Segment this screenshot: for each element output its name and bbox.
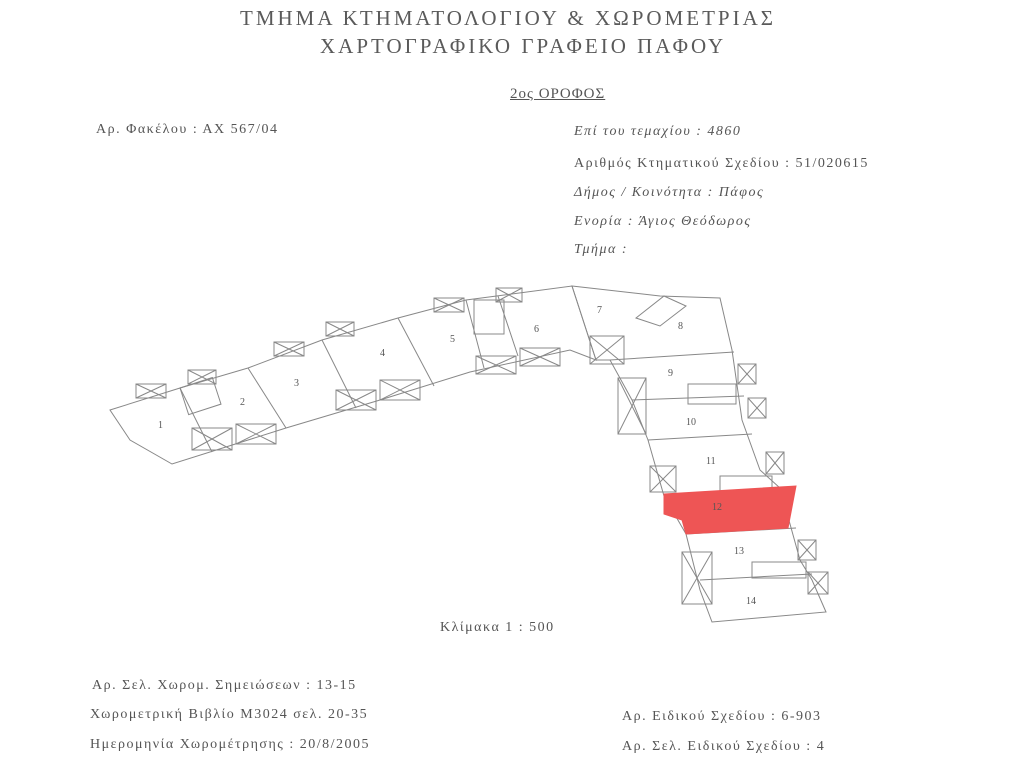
unit-label: 11 [706, 456, 716, 467]
unit-label: 6 [534, 324, 539, 335]
unit-label: 3 [294, 378, 299, 389]
unit-label: 7 [597, 305, 602, 316]
plan-wall [179, 387, 213, 453]
plan-notch [473, 299, 505, 335]
survey-notes-pages: Αρ. Σελ. Χωρομ. Σημειώσεων : 13-15 [92, 678, 357, 693]
survey-date: Ημερομηνία Χωρομέτρησης : 20/8/2005 [90, 737, 370, 752]
plan-notch [179, 376, 222, 416]
special-plan-page: Αρ. Σελ. Ειδικού Σχεδίου : 4 [622, 739, 826, 754]
section: Τμήμα : [574, 242, 629, 257]
unit-label: 14 [746, 596, 756, 607]
unit-label: 8 [678, 321, 683, 332]
unit-label: 1 [158, 420, 163, 431]
plan-wall [699, 573, 813, 581]
plot-number: Επί του τεμαχίου : 4860 [574, 124, 742, 139]
cadastral-plan-number: Αριθμός Κτηματικού Σχεδίου : 51/020615 [574, 156, 869, 171]
plan-wall [247, 367, 287, 429]
department-title: ΤΜΗΜΑ ΚΤΗΜΑΤΟΛΟΓΙΟΥ & ΧΩΡΟΜΕΤΡΙΑΣ [240, 6, 776, 30]
plan-wall [647, 433, 753, 441]
plan-wall [397, 317, 435, 387]
special-plan-number: Αρ. Ειδικού Σχεδίου : 6-903 [622, 709, 822, 724]
plan-wall [497, 295, 519, 357]
municipality: Δήμος / Κοινότητα : Πάφος [574, 185, 765, 200]
plan-left-wing-outline [109, 285, 597, 465]
plan-wall [609, 351, 735, 361]
survey-book: Χωρομετρική Βιβλίο Μ3024 σελ. 20-35 [90, 707, 369, 722]
plan-notch [634, 295, 687, 327]
plan-staircases [135, 287, 829, 605]
unit-label: 5 [450, 334, 455, 345]
unit-label: 13 [734, 546, 744, 557]
office-title: ΧΑΡΤΟΓΡΑΦΙΚΟ ΓΡΑΦΕΙΟ ΠΑΦΟΥ [320, 34, 727, 58]
plan-notch [751, 561, 807, 579]
unit-label: 9 [668, 368, 673, 379]
unit-labels: 1 2 3 4 5 6 7 8 9 10 11 12 13 14 [158, 305, 756, 607]
file-number: Αρ. Φακέλου : ΑΧ 567/04 [96, 122, 279, 137]
parish: Ενορία : Άγιος Θεόδωρος [574, 214, 752, 229]
unit-label: 2 [240, 397, 245, 408]
unit-label: 12 [712, 502, 722, 513]
plan-scale: Κλίμακα 1 : 500 [440, 620, 555, 635]
unit-label: 10 [686, 417, 696, 428]
highlighted-unit-12 [663, 485, 797, 535]
floor-label: 2ος ΟΡΟΦΟΣ [510, 86, 606, 102]
plan-notch [687, 383, 737, 405]
unit-label: 4 [380, 348, 385, 359]
